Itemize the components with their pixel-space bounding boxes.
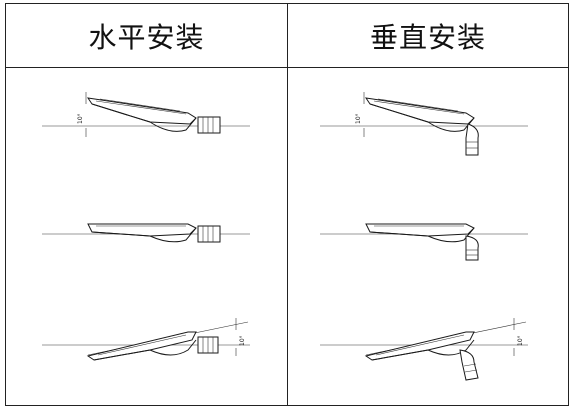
angle-label-bottom-left: 10° (239, 335, 246, 346)
angle-label-top-right: 10° (355, 113, 362, 124)
header-horizontal-install: 水平安装 (88, 20, 205, 54)
installation-table: 水平安装 垂直安装 (5, 3, 569, 406)
angle-label-top-left: 10° (77, 113, 84, 124)
header-vertical-install: 垂直安装 (369, 20, 486, 54)
header-divider (6, 67, 568, 69)
column-divider (287, 4, 289, 405)
angle-label-bottom-right: 10° (517, 335, 524, 346)
